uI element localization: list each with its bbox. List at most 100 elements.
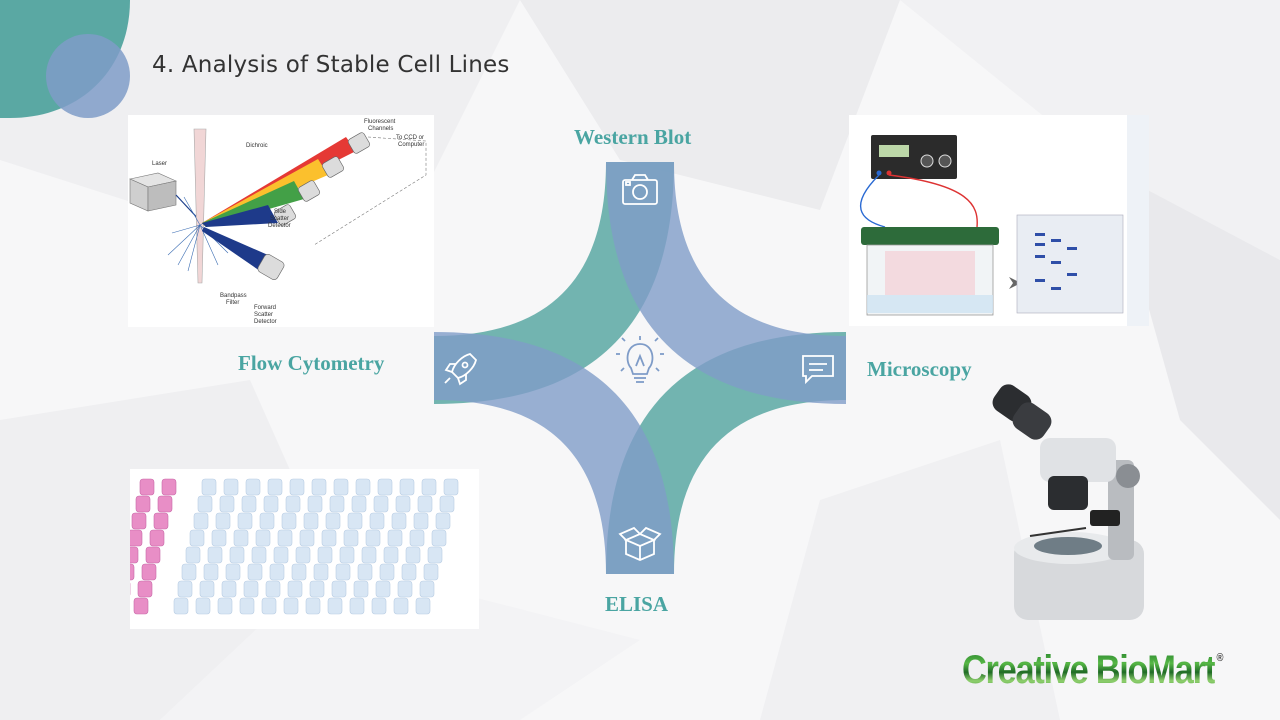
microscope-illustration bbox=[992, 384, 1144, 620]
segment-blue-top-right bbox=[606, 162, 846, 404]
elisa-tube bbox=[241, 495, 257, 513]
elisa-tube bbox=[413, 512, 429, 530]
elisa-tube bbox=[361, 546, 377, 564]
elisa-tube bbox=[431, 529, 447, 547]
elisa-tube bbox=[189, 529, 205, 547]
side-scatter-label-1: Side bbox=[274, 209, 287, 215]
power-supply bbox=[871, 135, 957, 179]
elisa-tube bbox=[419, 580, 435, 598]
ccd-label-1: To CCD or bbox=[396, 135, 424, 141]
elisa-tube bbox=[239, 597, 255, 615]
elisa-tube bbox=[299, 529, 315, 547]
elisa-tube bbox=[273, 546, 289, 564]
elisa-tube bbox=[399, 478, 415, 496]
logo-word-1: Creative bbox=[962, 648, 1089, 692]
elisa-tube bbox=[343, 529, 359, 547]
elisa-tube bbox=[321, 529, 337, 547]
elisa-tube bbox=[373, 495, 389, 513]
elisa-tube bbox=[193, 512, 209, 530]
elisa-tube bbox=[130, 563, 135, 581]
elisa-tube bbox=[377, 478, 393, 496]
elisa-tube bbox=[393, 597, 409, 615]
elisa-tube bbox=[267, 478, 283, 496]
elisa-tube bbox=[173, 597, 189, 615]
elisa-tube bbox=[137, 580, 153, 598]
fluorescent-label-1: Fluorescent bbox=[364, 119, 396, 125]
elisa-tube bbox=[265, 580, 281, 598]
elisa-tube bbox=[333, 478, 349, 496]
elisa-tube bbox=[317, 546, 333, 564]
label-flow-cytometry: Flow Cytometry bbox=[238, 351, 385, 375]
laser-box bbox=[129, 172, 177, 212]
bandpass-label-1: Bandpass bbox=[220, 293, 247, 299]
elisa-tube bbox=[369, 512, 385, 530]
elisa-tube bbox=[387, 529, 403, 547]
elisa-tube bbox=[355, 478, 371, 496]
elisa-tube bbox=[130, 529, 143, 547]
forward-scatter-label-1: Forward bbox=[254, 305, 276, 311]
elisa-tube bbox=[427, 546, 443, 564]
ccd-label-2: Computer bbox=[398, 142, 424, 148]
side-scatter-label-2: Scatter bbox=[270, 216, 289, 222]
label-western-blot: Western Blot bbox=[574, 125, 692, 149]
box-icon bbox=[618, 526, 662, 561]
elisa-tube bbox=[305, 597, 321, 615]
label-elisa: ELISA bbox=[605, 592, 669, 616]
elisa-tube bbox=[281, 512, 297, 530]
elisa-tube bbox=[347, 512, 363, 530]
elisa-tube bbox=[219, 495, 235, 513]
elisa-tube bbox=[130, 546, 139, 564]
elisa-tube bbox=[289, 478, 305, 496]
elisa-tube bbox=[417, 495, 433, 513]
elisa-tube bbox=[157, 495, 173, 513]
label-microscopy: Microscopy bbox=[867, 357, 972, 381]
elisa-tube bbox=[309, 580, 325, 598]
elisa-tube bbox=[215, 512, 231, 530]
elisa-tube bbox=[439, 495, 455, 513]
elisa-tube bbox=[371, 597, 387, 615]
elisa-tube bbox=[405, 546, 421, 564]
gel-tank bbox=[861, 227, 999, 316]
elisa-tube bbox=[269, 563, 285, 581]
elisa-tube bbox=[145, 546, 161, 564]
elisa-tube bbox=[357, 563, 373, 581]
registered-mark: ® bbox=[1216, 652, 1223, 664]
elisa-tube bbox=[251, 546, 267, 564]
elisa-tube bbox=[185, 546, 201, 564]
fluorescent-label-2: Channels bbox=[368, 126, 393, 132]
elisa-tube bbox=[277, 529, 293, 547]
elisa-tube bbox=[397, 580, 413, 598]
elisa-tube bbox=[225, 563, 241, 581]
elisa-tube bbox=[255, 529, 271, 547]
elisa-tube bbox=[339, 546, 355, 564]
elisa-tube bbox=[247, 563, 263, 581]
dichroic-label: Dichroic bbox=[246, 143, 268, 149]
elisa-tube bbox=[409, 529, 425, 547]
elisa-tube bbox=[233, 529, 249, 547]
elisa-plate-figure bbox=[130, 469, 479, 629]
forward-scatter-label-3: Detector bbox=[254, 319, 277, 325]
creative-biomart-logo: Creative BioMart® bbox=[962, 648, 1223, 693]
logo-word-2: BioMart bbox=[1095, 648, 1216, 692]
elisa-tube bbox=[307, 495, 323, 513]
elisa-tube bbox=[177, 580, 193, 598]
elisa-tube bbox=[421, 478, 437, 496]
elisa-tube bbox=[291, 563, 307, 581]
elisa-tube bbox=[211, 529, 227, 547]
elisa-tube bbox=[181, 563, 197, 581]
elisa-tube bbox=[133, 597, 149, 615]
western-blot-figure bbox=[849, 115, 1149, 326]
bandpass-label-2: Filter bbox=[226, 300, 239, 306]
elisa-tube bbox=[259, 512, 275, 530]
elisa-tube bbox=[161, 478, 177, 496]
elisa-tube bbox=[201, 478, 217, 496]
elisa-tube bbox=[435, 512, 451, 530]
elisa-tube bbox=[423, 563, 439, 581]
side-scatter-label-3: Detector bbox=[268, 223, 291, 229]
elisa-tube bbox=[243, 580, 259, 598]
elisa-tube bbox=[135, 495, 151, 513]
elisa-tube bbox=[311, 478, 327, 496]
elisa-tube bbox=[131, 512, 147, 530]
elisa-tube bbox=[287, 580, 303, 598]
